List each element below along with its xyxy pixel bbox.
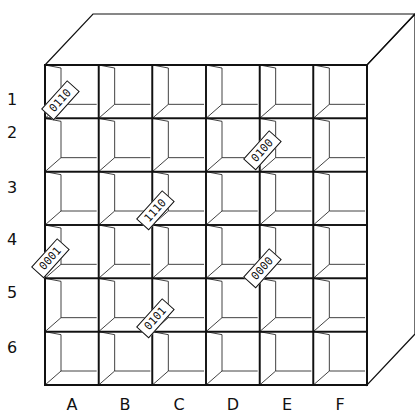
row-number: 6 bbox=[7, 340, 17, 356]
pigeonhole-cell bbox=[45, 172, 99, 225]
row-number: 4 bbox=[7, 232, 17, 248]
index-card: 0100 bbox=[243, 130, 281, 170]
pigeonhole-cell bbox=[313, 332, 367, 385]
index-card: 0001 bbox=[31, 238, 69, 278]
binary-code: 0001 bbox=[36, 244, 63, 272]
pigeonhole-cell bbox=[260, 172, 314, 225]
cabinet-top bbox=[45, 14, 415, 65]
column-letter: F bbox=[335, 397, 344, 413]
pigeonhole-cell bbox=[260, 278, 314, 331]
row-number: 5 bbox=[7, 285, 17, 301]
column-letter: D bbox=[227, 397, 239, 413]
pigeonhole-cell bbox=[313, 225, 367, 278]
pigeonhole-cell bbox=[206, 332, 260, 385]
pigeonhole-cell bbox=[45, 65, 99, 118]
pigeonhole-cell bbox=[99, 225, 153, 278]
binary-code: 1110 bbox=[141, 196, 168, 224]
pigeonhole-cell bbox=[313, 278, 367, 331]
cabinet-side bbox=[367, 14, 415, 385]
pigeonhole-cell bbox=[313, 172, 367, 225]
column-letter: A bbox=[67, 397, 78, 413]
pigeonhole-cell bbox=[260, 332, 314, 385]
pigeonhole-cell bbox=[152, 65, 206, 118]
pigeonhole-cell bbox=[206, 278, 260, 331]
pigeonhole-cell bbox=[45, 118, 99, 171]
index-card: 0110 bbox=[41, 80, 79, 120]
pigeonhole-cell bbox=[313, 65, 367, 118]
pigeonhole-cell bbox=[313, 118, 367, 171]
pigeonhole-cell bbox=[206, 65, 260, 118]
pigeonhole-cell bbox=[152, 225, 206, 278]
pigeonhole-cell bbox=[206, 172, 260, 225]
column-letter: E bbox=[282, 397, 292, 413]
row-number: 3 bbox=[7, 180, 17, 196]
row-number: 2 bbox=[7, 125, 17, 141]
row-number: 1 bbox=[7, 92, 17, 108]
pigeonhole-cell bbox=[45, 332, 99, 385]
pigeonhole-cell bbox=[99, 332, 153, 385]
index-card: 0000 bbox=[243, 248, 281, 288]
pigeonhole-cell bbox=[152, 332, 206, 385]
binary-code: 0101 bbox=[141, 304, 168, 332]
pigeonhole-cell bbox=[99, 118, 153, 171]
binary-code: 0110 bbox=[46, 86, 73, 114]
column-letter: B bbox=[120, 397, 131, 413]
pigeonhole-cell bbox=[152, 118, 206, 171]
pigeonhole-cell bbox=[260, 65, 314, 118]
binary-code: 0100 bbox=[248, 136, 275, 164]
pigeonhole-cell bbox=[99, 65, 153, 118]
pigeonhole-cell bbox=[45, 278, 99, 331]
column-letter: C bbox=[173, 397, 184, 413]
